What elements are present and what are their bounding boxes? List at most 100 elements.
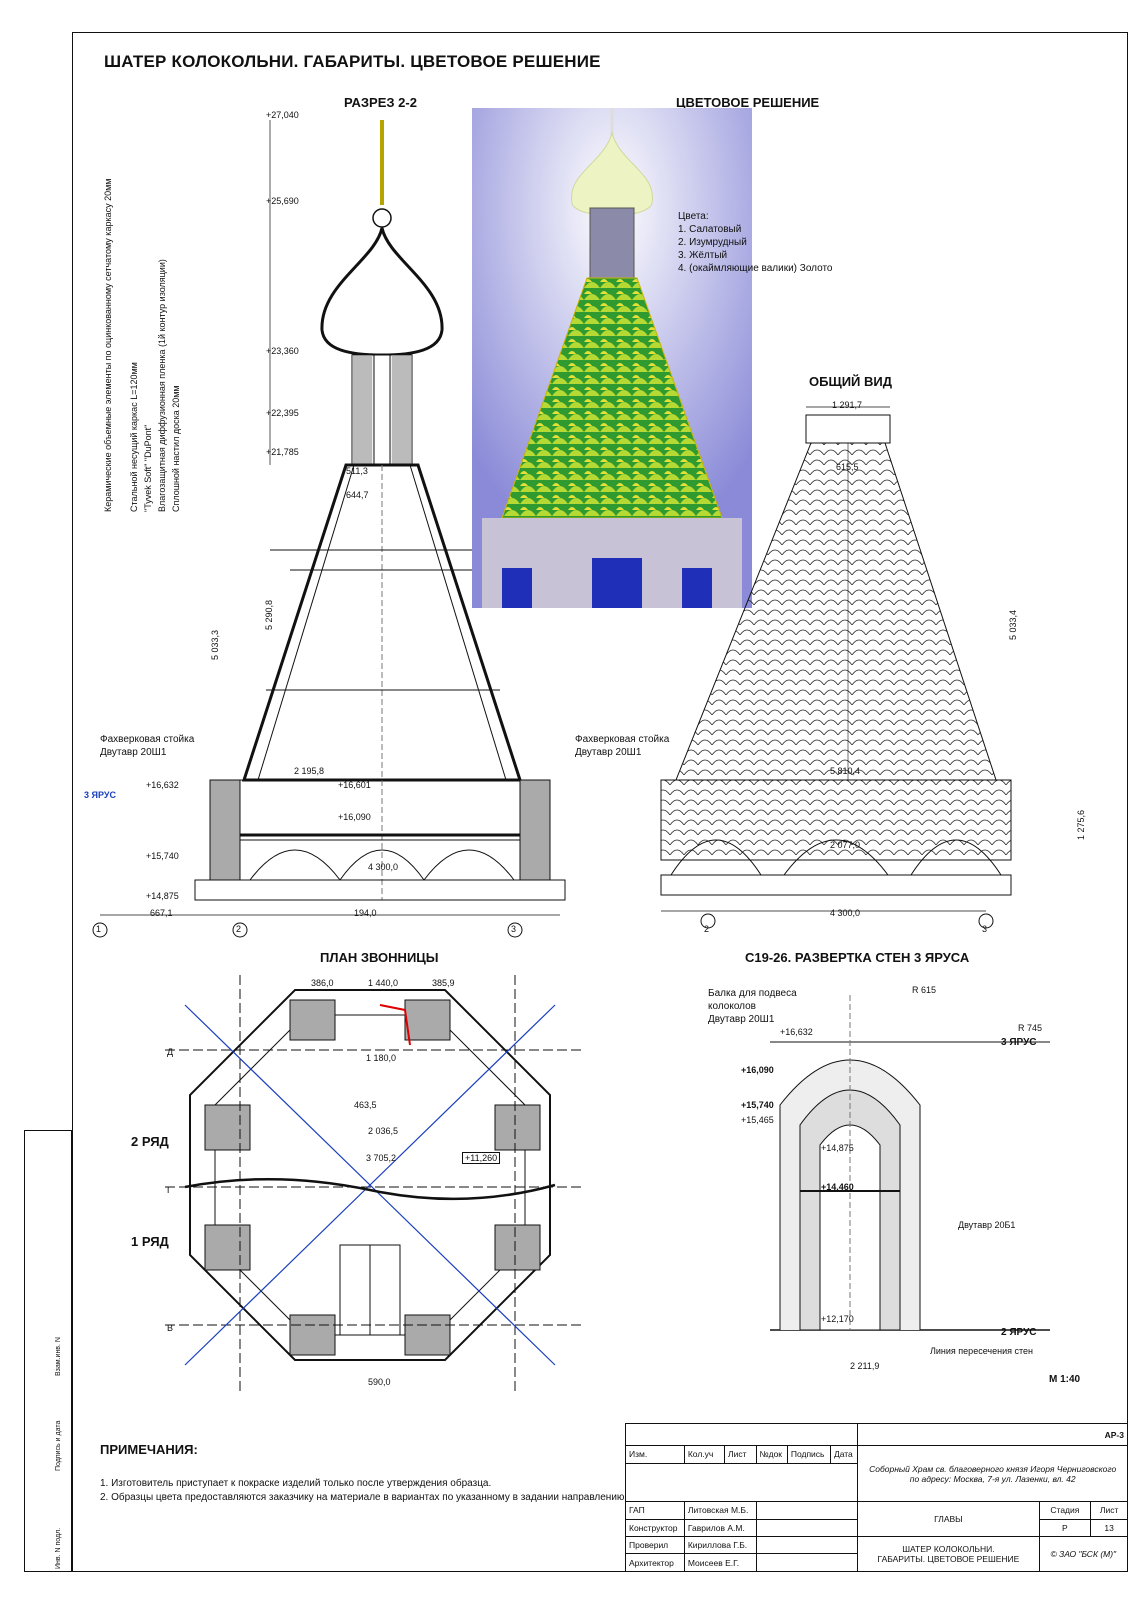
stamp-company: © ЗАО "БСК (М)" <box>1038 1536 1129 1572</box>
dim-2195: 2 195,8 <box>294 766 325 776</box>
sheet-val: 13 <box>1090 1518 1128 1538</box>
color-item-4: 4. (окаймляющие валики) Золото <box>678 263 833 274</box>
grid-d: Д <box>167 1047 174 1057</box>
wall-lvl-3: +15,740 <box>741 1100 774 1110</box>
role-arch: Архитектор <box>625 1553 685 1572</box>
wall-lvl-6: +14,460 <box>821 1182 854 1192</box>
name-prov: Кириллова Г.Б. <box>683 1535 757 1555</box>
section-drawing <box>92 120 566 938</box>
gv-dim-4: 5 810,4 <box>830 766 861 776</box>
name-konstr: Гаврилов А.М. <box>683 1518 757 1538</box>
wall-lvl-7: +12,170 <box>821 1314 854 1324</box>
dim-5290: 5 290,8 <box>264 599 274 630</box>
head-kol: Кол.уч <box>683 1445 726 1464</box>
lvl-2: +25,690 <box>266 196 299 206</box>
side-stamp: Взам.инв. N Подпись и дата Инв. N подл. <box>24 1130 72 1572</box>
head-list: Лист <box>724 1445 757 1464</box>
dim-644: 644,7 <box>346 490 369 500</box>
stage-val: Р <box>1038 1518 1092 1538</box>
dim-4060: 4 300,0 <box>368 862 399 872</box>
head-podpis: Подпись <box>786 1445 831 1464</box>
head-data: Дата <box>829 1445 859 1464</box>
wall-dim-total: 2 211,9 <box>850 1361 880 1371</box>
lvl-5: +21,785 <box>266 447 299 457</box>
lvl-4: +22,395 <box>266 408 299 418</box>
head-ndok: №док <box>755 1445 788 1464</box>
plan-dim-4: 1 180,0 <box>366 1053 397 1063</box>
lvl-10: +14,875 <box>146 891 179 901</box>
color-item-3: 3. Жёлтый <box>678 250 728 261</box>
gv-dim-6: 1 275,6 <box>1076 809 1086 840</box>
plan-title: ПЛАН ЗВОННИЦЫ <box>320 950 439 965</box>
head-izm: Изм. <box>625 1445 685 1464</box>
dim-5033: 5 033,3 <box>210 629 220 660</box>
wall-intersection: Линия пересечения стен <box>930 1346 1033 1356</box>
note-2: 2. Образцы цвета предоставляются заказчи… <box>100 1492 625 1503</box>
grid-v: В <box>167 1323 174 1333</box>
gv-dim-1: 1 291,7 <box>832 400 863 410</box>
role-prov: Проверил <box>625 1535 685 1555</box>
plan-dim-3: 385,9 <box>432 978 455 988</box>
role-gap: ГАП <box>625 1501 685 1520</box>
dim-511: 511,3 <box>346 466 368 476</box>
plan-dim-8: 2 036,5 <box>368 1126 399 1136</box>
dim-4300: 194,0 <box>354 908 377 918</box>
stage-h: Стадия <box>1038 1501 1092 1520</box>
side-label-2: Подпись и дата <box>55 1420 62 1471</box>
color-item-1: 1. Салатовый <box>678 224 742 235</box>
color-render <box>472 108 752 608</box>
color-legend-title: Цвета: <box>678 211 709 222</box>
axis-2: 2 <box>236 924 242 934</box>
wall-beam-right: Двутавр 20Б1 <box>958 1220 1016 1230</box>
wall-lvl-1: +16,632 <box>780 1027 813 1037</box>
gv-dim-3: 5 033,4 <box>1008 609 1018 640</box>
title-block: АР-3 Изм. Кол.уч Лист №док Подпись Дата … <box>624 1422 1129 1572</box>
post-label-left: Фахверковая стойка Двутавр 20Ш1 <box>100 734 195 758</box>
section-title: РАЗРЕЗ 2-2 <box>344 95 417 110</box>
plan-dim-1: 386,0 <box>311 978 334 988</box>
axis-1: 1 <box>96 924 102 934</box>
gv-axis-2: 2 <box>704 924 710 934</box>
gv-axis-3: 3 <box>982 924 988 934</box>
wall-lvl-2: +16,090 <box>741 1065 774 1075</box>
wall-lvl-5: +14,875 <box>821 1143 854 1153</box>
plan-level: +11,260 <box>462 1152 501 1164</box>
lvl-8: +16,090 <box>338 812 371 822</box>
gv-dim-2: 615,5 <box>836 462 859 472</box>
scale: М 1:40 <box>1049 1374 1081 1385</box>
stamp-project: Соборный Храм св. благоверного князя Иго… <box>857 1445 1128 1503</box>
post-label-right: Фахверковая стойка Двутавр 20Ш1 <box>575 734 670 758</box>
wall-beam-label: Балка для подвеса колоколов Двутавр 20Ш1 <box>708 988 797 1025</box>
role-konstr: Конструктор <box>625 1518 685 1538</box>
lvl-7: +16,601 <box>338 780 371 790</box>
stamp-section: ГЛАВЫ <box>857 1501 1040 1537</box>
lvl-9: +15,740 <box>146 851 179 861</box>
stamp-code: АР-3 <box>857 1422 1128 1447</box>
stamp-sheet-name: ШАТЕР КОЛОКОЛЬНИ. ГАБАРИТЫ. ЦВЕТОВОЕ РЕШ… <box>857 1536 1040 1572</box>
lvl-6: +16,632 <box>146 780 179 790</box>
stamp-table: АР-3 Изм. Кол.уч Лист №док Подпись Дата … <box>624 1422 1129 1572</box>
side-label-3: Инв. N подл. <box>55 1527 62 1569</box>
sheet-h: Лист <box>1090 1501 1128 1520</box>
gv-dim-7: 4 300,0 <box>830 908 861 918</box>
notes-heading: ПРИМЕЧАНИЯ: <box>100 1442 198 1457</box>
plan-drawing <box>165 975 585 1395</box>
wall-lvl-4: +15,465 <box>741 1115 774 1125</box>
row-1: 1 РЯД <box>131 1234 169 1249</box>
name-arch: Моисеев Е.Г. <box>683 1553 757 1572</box>
note-1: 1. Изготовитель приступает к покраске из… <box>100 1478 492 1489</box>
lvl-3: +23,360 <box>266 346 299 356</box>
plan-dim-9: 3 705,2 <box>366 1153 397 1163</box>
wall-tier2: 2 ЯРУС <box>1001 1327 1037 1338</box>
gv-dim-5: 2 077,0 <box>830 840 861 850</box>
plan-dim-2: 1 440,0 <box>368 978 399 988</box>
row-2: 2 РЯД <box>131 1134 169 1149</box>
dim-2150: 667,1 <box>150 908 173 918</box>
wall-tier3: 3 ЯРУС <box>1001 1037 1037 1048</box>
axis-3: 3 <box>511 924 517 934</box>
wall-title: С19-26. РАЗВЕРТКА СТЕН 3 ЯРУСА <box>745 950 970 965</box>
sheet-title: ШАТЕР КОЛОКОЛЬНИ. ГАБАРИТЫ. ЦВЕТОВОЕ РЕШ… <box>104 52 601 71</box>
general-drawing <box>660 406 1012 929</box>
lvl-1: +27,040 <box>266 110 299 120</box>
wall-r615: R 615 <box>912 985 937 995</box>
